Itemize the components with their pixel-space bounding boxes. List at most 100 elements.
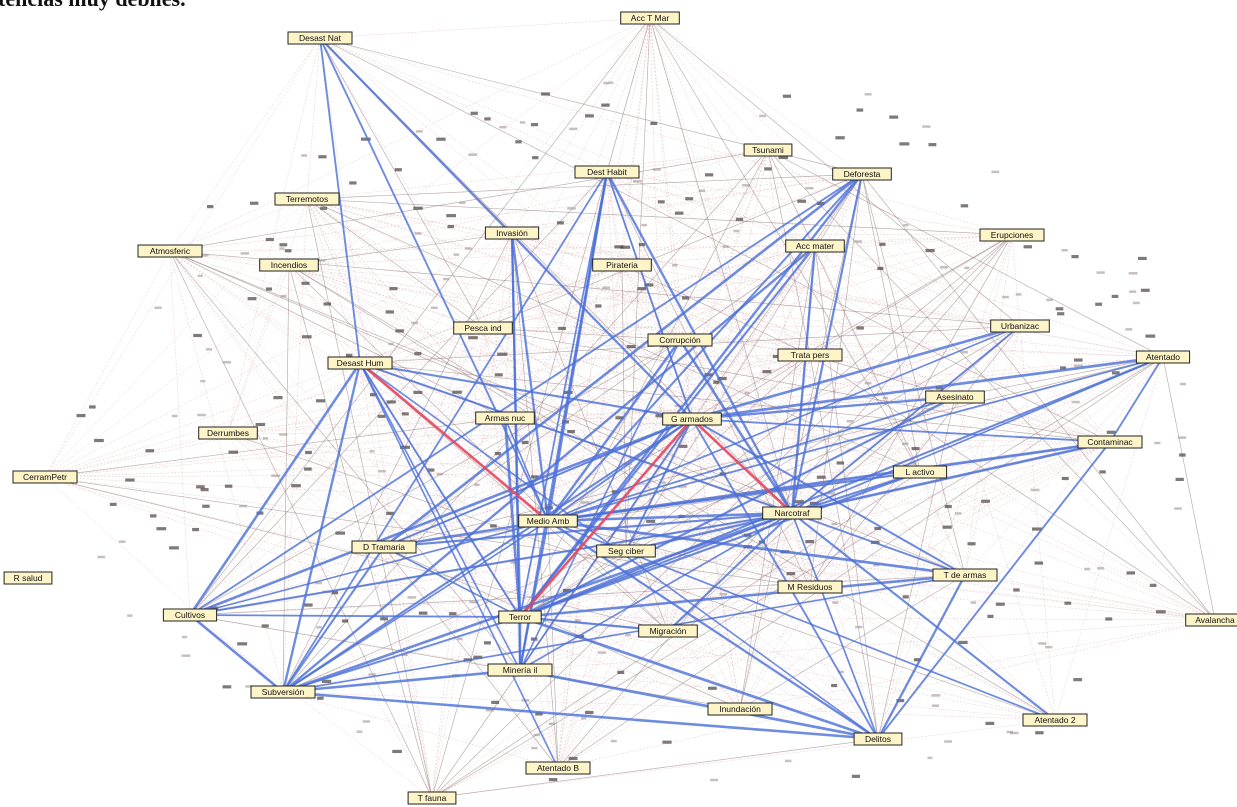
node-tsunami[interactable]: Tsunami bbox=[743, 143, 793, 157]
edge-weight-mark bbox=[1174, 507, 1182, 510]
edge-weight-mark bbox=[902, 595, 909, 599]
node-box bbox=[3, 571, 53, 585]
edge-weight-mark bbox=[1071, 255, 1079, 259]
node-derrumbes[interactable]: Derrumbes bbox=[198, 426, 258, 440]
node-invasion[interactable]: Invasión bbox=[484, 226, 540, 240]
node-rsalud[interactable]: R salud bbox=[3, 571, 53, 585]
weak-edge bbox=[919, 471, 966, 576]
node-urbanizac[interactable]: Urbanizac bbox=[990, 319, 1050, 333]
weak-edge bbox=[189, 325, 1021, 616]
node-erupciones[interactable]: Erupciones bbox=[979, 228, 1045, 242]
node-narcotraf[interactable]: Narcotraf bbox=[762, 506, 822, 520]
node-armasnuc[interactable]: Armas nuc bbox=[475, 411, 535, 425]
node-label: Trata pers bbox=[791, 350, 829, 360]
node-delitos[interactable]: Delitos bbox=[853, 732, 903, 746]
medium-edge bbox=[547, 356, 1164, 522]
weak-edge bbox=[306, 198, 433, 799]
node-corrupcion[interactable]: Corrupción bbox=[647, 333, 713, 347]
node-pirateria[interactable]: Pirateria bbox=[592, 258, 652, 272]
weak-edge bbox=[511, 173, 863, 234]
edge-weight-mark bbox=[603, 81, 609, 85]
node-box bbox=[1022, 713, 1088, 727]
weak-edge bbox=[511, 17, 651, 234]
edge-weight-mark bbox=[318, 155, 327, 159]
node-pescaind[interactable]: Pesca ind bbox=[453, 321, 513, 335]
weak-edge bbox=[621, 264, 1216, 621]
medium-edge bbox=[691, 418, 1111, 443]
node-tfauna[interactable]: T fauna bbox=[407, 791, 457, 805]
node-lactivo[interactable]: L activo bbox=[892, 465, 948, 479]
edge-weight-mark bbox=[641, 223, 648, 227]
weak-edge bbox=[359, 245, 816, 364]
node-atmosferic[interactable]: Atmosferic bbox=[137, 244, 203, 258]
medium-edge bbox=[518, 520, 550, 671]
node-cultivos[interactable]: Cultivos bbox=[162, 608, 218, 622]
edge-weight-mark bbox=[632, 180, 642, 183]
weak-edge bbox=[649, 17, 681, 341]
edge-weight-mark bbox=[1105, 617, 1113, 621]
node-desastnat[interactable]: Desast Nat bbox=[287, 31, 353, 45]
node-accmater[interactable]: Acc mater bbox=[785, 239, 845, 253]
edge-weight-mark bbox=[1061, 476, 1069, 481]
node-label: Avalancha bbox=[1195, 615, 1235, 625]
edge-weight-mark bbox=[314, 581, 323, 585]
edge-weight-mark bbox=[1145, 334, 1156, 338]
node-garmados[interactable]: G armados bbox=[662, 412, 722, 426]
weak-edge bbox=[667, 630, 879, 740]
node-trataper[interactable]: Trata pers bbox=[777, 348, 843, 362]
node-contamina[interactable]: Contaminac bbox=[1077, 435, 1143, 449]
node-box bbox=[925, 390, 985, 404]
node-box bbox=[892, 465, 948, 479]
node-terror[interactable]: Terror bbox=[498, 610, 542, 624]
weak-edge bbox=[625, 550, 1216, 621]
edge-weight-mark bbox=[944, 740, 953, 743]
edge-weight-mark bbox=[991, 170, 1000, 174]
node-migracion[interactable]: Migración bbox=[638, 624, 698, 638]
node-asesinato[interactable]: Asesinato bbox=[925, 390, 985, 404]
node-segciber[interactable]: Seg ciber bbox=[596, 544, 656, 558]
edge-weight-mark bbox=[265, 287, 273, 291]
weak-edge bbox=[169, 17, 651, 252]
node-mresiduos[interactable]: M Residuos bbox=[777, 580, 843, 594]
node-atentadob[interactable]: Atentado B bbox=[525, 761, 591, 775]
node-subversion[interactable]: Subversión bbox=[250, 685, 316, 699]
node-cerrampetr[interactable]: CerramPetr bbox=[12, 470, 78, 484]
node-medioamb[interactable]: Medio Amb bbox=[518, 514, 578, 528]
node-tdearmas[interactable]: T de armas bbox=[932, 568, 998, 582]
weak-edge bbox=[288, 264, 811, 588]
edge-weight-mark bbox=[368, 673, 376, 676]
edge-weight-mark bbox=[662, 740, 672, 744]
node-label: Inundación bbox=[719, 704, 761, 714]
weak-edge bbox=[667, 441, 1111, 632]
node-desasthum[interactable]: Desast Hum bbox=[327, 356, 393, 370]
weak-edge bbox=[288, 264, 669, 632]
node-atentado2[interactable]: Atentado 2 bbox=[1022, 713, 1088, 727]
node-dtramaria[interactable]: D Tramaria bbox=[351, 540, 417, 554]
weak-edge bbox=[667, 630, 741, 710]
node-atentado1[interactable]: Atentado bbox=[1135, 350, 1191, 364]
node-inundacion[interactable]: Inundación bbox=[707, 702, 773, 716]
weak-edge bbox=[169, 250, 284, 693]
medium-edge bbox=[282, 245, 816, 693]
weak-edge bbox=[169, 250, 693, 420]
node-box bbox=[638, 624, 698, 638]
edge-weight-mark bbox=[981, 499, 990, 503]
edge-weight-mark bbox=[717, 377, 727, 381]
node-avalancha[interactable]: Avalancha bbox=[1185, 613, 1237, 627]
node-terremotos[interactable]: Terremotos bbox=[274, 192, 340, 206]
node-label: Acc T Mar bbox=[631, 13, 670, 23]
edge-weight-mark bbox=[1180, 382, 1187, 386]
node-incendios[interactable]: Incendios bbox=[259, 258, 319, 272]
weak-edge bbox=[189, 149, 769, 616]
weak-edge bbox=[169, 250, 793, 514]
edge-weight-mark bbox=[192, 527, 199, 532]
weak-edge bbox=[504, 417, 1111, 443]
node-accmar[interactable]: Acc T Mar bbox=[620, 11, 680, 25]
weak-edge bbox=[189, 614, 433, 799]
edge-weight-mark bbox=[323, 302, 332, 306]
node-desthabit[interactable]: Dest Habit bbox=[574, 165, 640, 179]
node-deforesta[interactable]: Deforesta bbox=[832, 167, 892, 181]
node-mineria[interactable]: Minería il bbox=[487, 663, 553, 677]
node-label: T de armas bbox=[944, 570, 987, 580]
weak-edge bbox=[606, 171, 1164, 358]
